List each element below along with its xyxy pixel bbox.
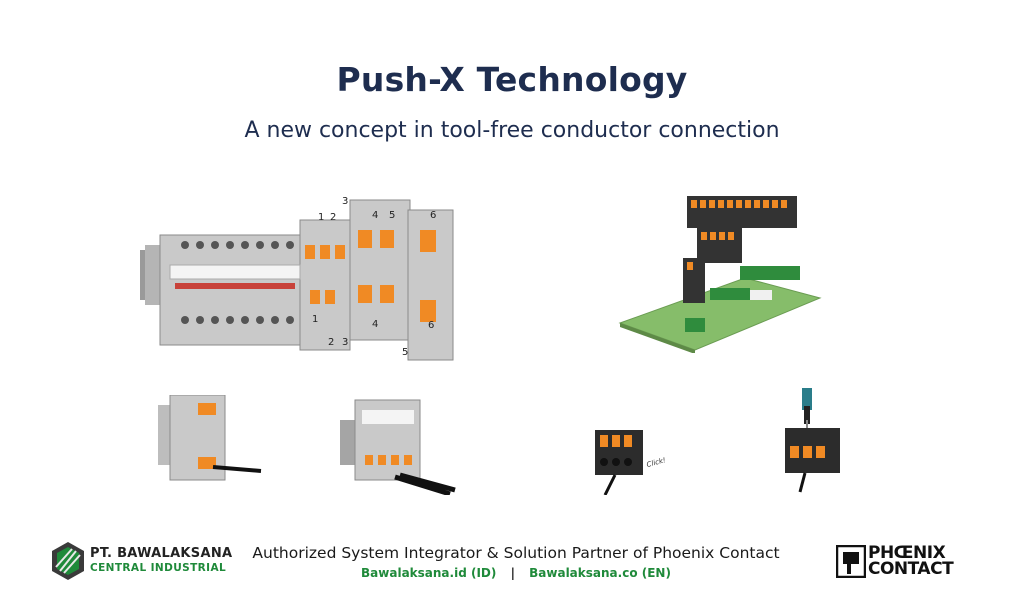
terminal-label: 4 [372,210,378,221]
page-title: Push-X Technology [336,60,688,99]
link-id[interactable]: Bawalaksana.id (ID) [361,566,497,580]
phoenix-contact-logo-icon [836,545,866,578]
terminal-label: 1 [312,314,318,325]
terminal-label: 2 [328,337,334,348]
company-subtitle: CENTRAL INDUSTRIAL [90,562,227,574]
page-subtitle: A new concept in tool-free conductor con… [244,118,780,143]
plug-connector-click-image: Click! [595,430,667,495]
phoenix-contact-wordmark: PHŒNIX CONTACT [868,543,954,579]
link-separator: | [510,566,515,580]
click-label: Click! [646,456,667,469]
phoenix-wordmark-line1: PHŒNIX [868,543,946,563]
terminal-label: 2 [330,212,336,223]
website-links: Bawalaksana.id (ID) | Bawalaksana.co (EN… [236,566,796,580]
terminal-side-view-image [158,395,262,481]
terminal-block-assembly-image: 3 1 2 4 5 6 1 2 3 4 5 6 [140,196,454,361]
terminal-label: 5 [389,210,395,221]
terminal-label: 1 [318,212,324,223]
terminal-label: 4 [372,319,378,330]
company-name: PT. BAWALAKSANA [90,546,233,561]
terminal-label: 5 [402,347,408,358]
terminal-wire-insertion-image [340,399,456,495]
terminal-label: 3 [342,196,348,207]
link-en[interactable]: Bawalaksana.co (EN) [529,566,671,580]
phoenix-wordmark-line2: CONTACT [868,559,954,579]
terminal-label: 3 [342,337,348,348]
terminal-label: 6 [428,320,434,331]
terminal-label: 6 [430,210,436,221]
partner-tagline: Authorized System Integrator & Solution … [252,544,780,562]
plug-connector-screwdriver-image [785,388,840,493]
pcb-connector-board-image [618,196,822,353]
bawalaksana-logo-icon [52,542,84,580]
